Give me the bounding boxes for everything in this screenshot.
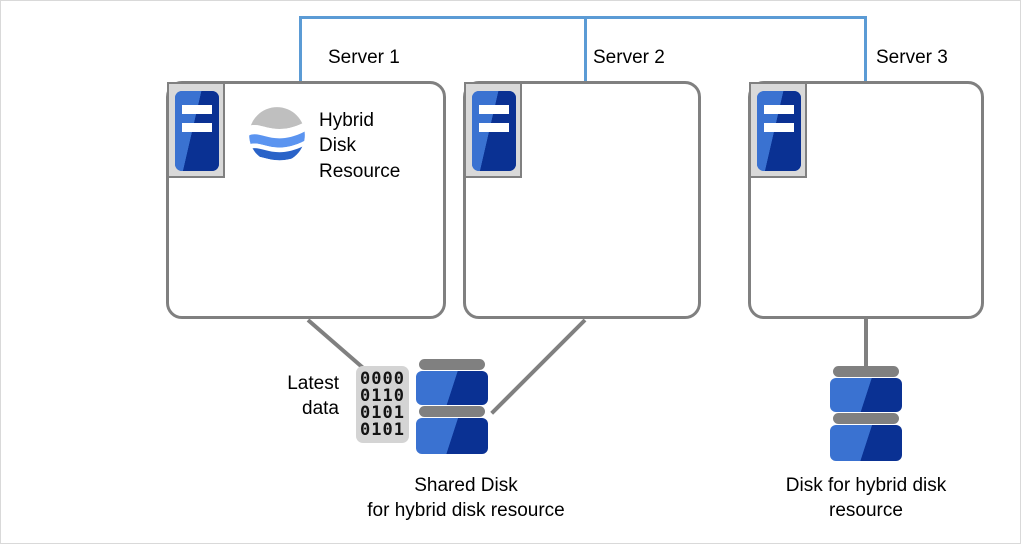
connector-server3-to-disk [864, 318, 868, 366]
connector-server2-to-shared-disk [490, 318, 587, 415]
binary-row: 0101 [360, 420, 405, 440]
server-icon-bar-top [764, 105, 794, 114]
hybrid-resource-line-3: Resource [319, 161, 401, 182]
disk-platter-top [416, 371, 488, 405]
server-icon-body [757, 91, 801, 171]
latest-data-label-line-1: Latest [287, 373, 339, 394]
server3-disk-caption-line-2: resource [829, 500, 903, 521]
shared-disk-caption-line-2: for hybrid disk resource [367, 500, 565, 521]
hybrid-resource-line-1: Hybrid [319, 110, 374, 131]
server-icon-bar-top [182, 105, 212, 114]
server-label-1: Server 1 [328, 47, 400, 68]
server-label-2: Server 2 [593, 47, 665, 68]
server-icon-1 [167, 82, 225, 178]
network-drop-server-2 [584, 16, 587, 82]
binary-row: 0000 [360, 369, 405, 389]
server-icon-body [472, 91, 516, 171]
binary-row: 0110 [360, 386, 405, 406]
disk-cap-middle [833, 413, 899, 424]
network-bus-horizontal [299, 16, 867, 19]
shared-disk-caption-line-1: Shared Disk [414, 475, 518, 496]
network-drop-server-1 [299, 16, 302, 82]
server-icon-3 [749, 82, 807, 178]
server-icon-bar-bottom [764, 123, 794, 132]
shared-disk-icon [416, 359, 488, 457]
disk-platter-bottom [416, 418, 488, 454]
connector-server1-to-shared-disk [306, 318, 368, 373]
server3-disk-icon [830, 366, 902, 464]
server3-disk-caption-line-1: Disk for hybrid disk [785, 475, 947, 496]
server-label-3: Server 3 [876, 47, 948, 68]
disk-platter-bottom [830, 425, 902, 461]
disk-cap-middle [419, 406, 485, 417]
disk-platter-top [830, 378, 902, 412]
server-icon-body [175, 91, 219, 171]
server-box-2[interactable] [463, 81, 701, 319]
hybrid-resource-line-2: Disk [319, 135, 356, 156]
network-drop-server-3 [864, 16, 867, 82]
disk-cap-top [833, 366, 899, 377]
server-icon-bar-top [479, 105, 509, 114]
server-icon-bar-bottom [479, 123, 509, 132]
latest-data-binary-box: 0000 0110 0101 0101 [356, 366, 409, 443]
server-icon-bar-bottom [182, 123, 212, 132]
server-icon-2 [464, 82, 522, 178]
disk-cap-top [419, 359, 485, 370]
binary-row: 0101 [360, 403, 405, 423]
latest-data-label-line-2: data [302, 398, 339, 419]
hybrid-disk-resource-logo-icon [248, 106, 306, 164]
